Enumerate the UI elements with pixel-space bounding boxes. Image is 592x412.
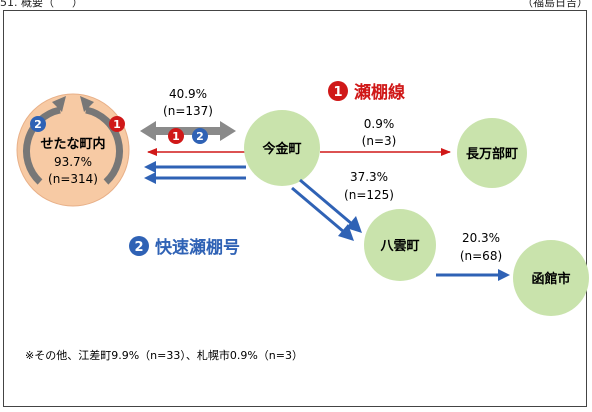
route-one-label: 瀬棚線 xyxy=(354,82,405,103)
setana-badge-one xyxy=(109,116,125,132)
header-right-text: （福島日吉） xyxy=(522,0,588,9)
osamanbe-name: 長万部町 xyxy=(466,146,518,162)
hakodate-name: 函館市 xyxy=(531,271,570,287)
blue-arrowhead-to-setana-2 xyxy=(144,172,156,184)
setana-percent: 93.7% xyxy=(54,155,92,169)
route-two-label: 快速瀬棚号 xyxy=(155,237,240,258)
imakane-name: 今金町 xyxy=(261,141,301,157)
blue-arrowhead-to-yakumo-1 xyxy=(346,216,362,233)
flow-yakumo-hakodate-percent: 20.3% xyxy=(462,231,500,245)
flow-imakane-yakumo-count: (n=125) xyxy=(344,188,394,202)
yakumo-node xyxy=(364,209,436,281)
diagram-frame xyxy=(3,10,587,407)
route-one-badge xyxy=(328,81,348,101)
osamanbe-node xyxy=(457,118,527,188)
route-two-number: 2 xyxy=(134,240,143,255)
header-left-text: 51. 概要（ ） xyxy=(0,0,83,9)
hakodate-node xyxy=(513,240,589,316)
flow-imakane-osamanbe-count: (n=3) xyxy=(362,134,397,148)
blue-arrowhead-to-setana-1 xyxy=(144,161,156,173)
arrow-badge-two xyxy=(192,128,208,144)
imakane-node xyxy=(244,110,320,186)
loop-arrowhead-right xyxy=(80,96,94,112)
route-one-number: 1 xyxy=(333,85,342,100)
loop-arrowhead-left xyxy=(52,96,66,112)
setana-badge-two-label: 2 xyxy=(34,118,42,131)
setana-imakane-double-arrow xyxy=(140,121,236,141)
arrow-badge-one xyxy=(168,128,184,144)
route-two-badge xyxy=(129,236,149,256)
blue-arrow-to-yakumo-1 xyxy=(299,178,353,226)
arrow-badge-two-label: 2 xyxy=(196,130,204,143)
blue-arrowhead-to-hakodate xyxy=(498,269,510,281)
footnote: ※その他、江差町9.9%（n=33）、札幌市0.9%（n=3） xyxy=(25,348,303,362)
setana-badge-one-label: 1 xyxy=(113,118,121,131)
blue-arrow-to-yakumo-2 xyxy=(291,186,345,234)
flow-setana-imakane-percent: 40.9% xyxy=(169,87,207,101)
arrow-badge-one-label: 1 xyxy=(172,130,180,143)
blue-arrowhead-to-yakumo-2 xyxy=(338,224,354,241)
flow-setana-imakane-count: (n=137) xyxy=(163,104,213,118)
yakumo-name: 八雲町 xyxy=(379,238,419,254)
setana-count: (n=314) xyxy=(48,172,98,186)
loop-arrow-left xyxy=(23,106,61,185)
setana-name: せたな町内 xyxy=(40,136,105,152)
flow-yakumo-hakodate-count: (n=68) xyxy=(460,249,502,263)
loop-arrow-right xyxy=(85,106,123,185)
setana-badge-two xyxy=(30,116,46,132)
flow-imakane-osamanbe-percent: 0.9% xyxy=(364,117,395,131)
flow-imakane-yakumo-percent: 37.3% xyxy=(350,170,388,184)
